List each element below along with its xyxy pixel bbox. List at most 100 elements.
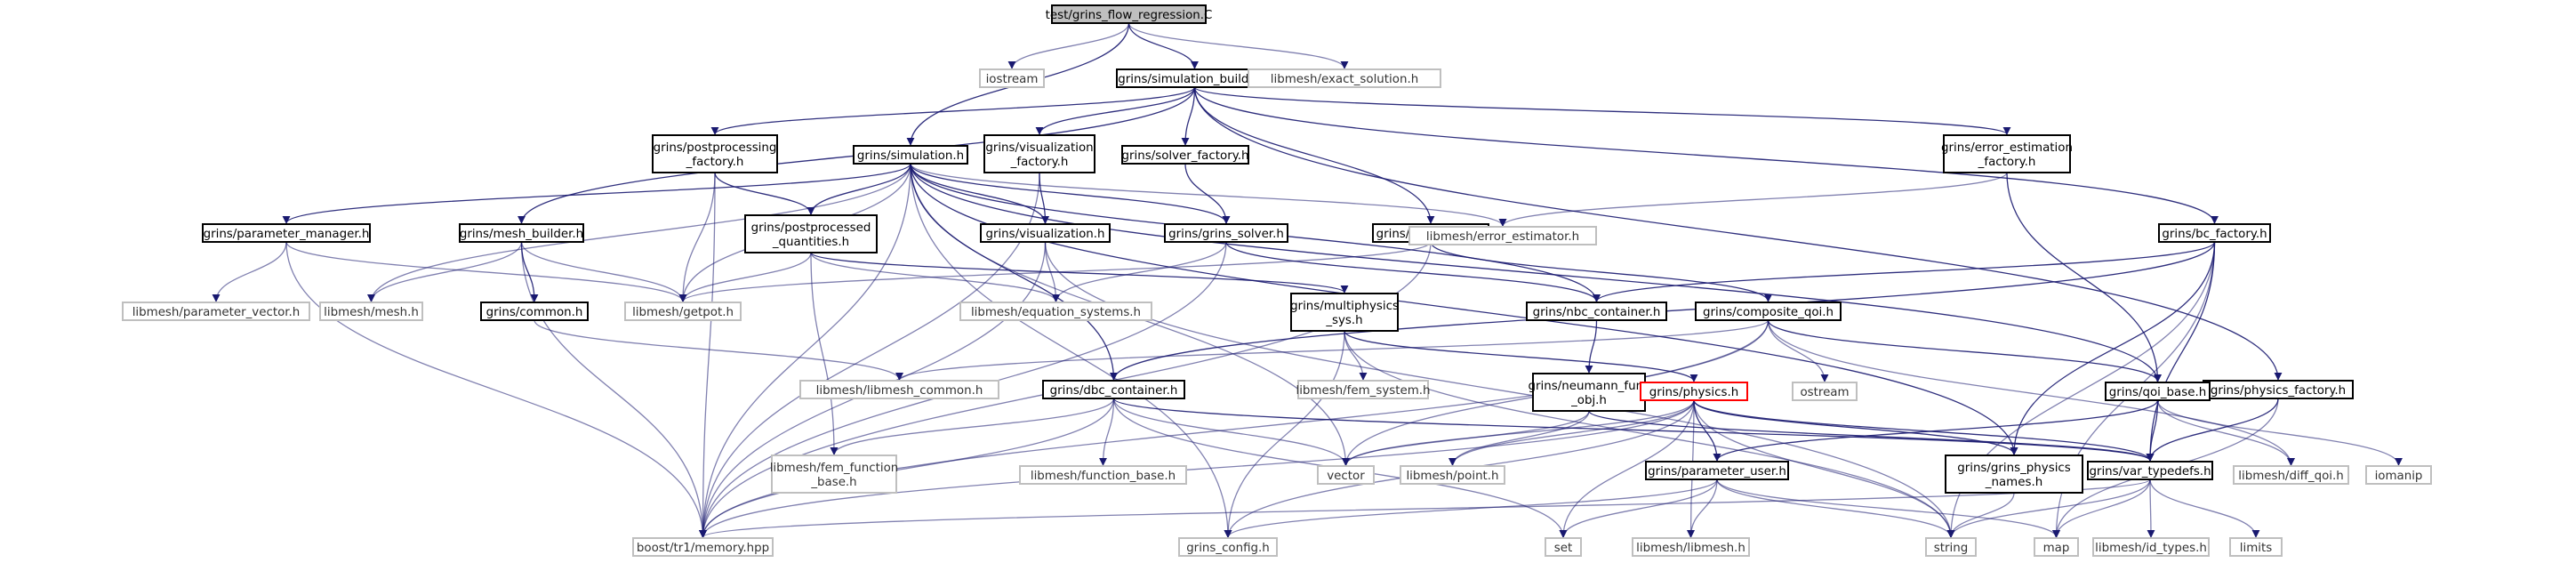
node-label-set-0: set: [1554, 542, 1572, 555]
edge-grins_qoi_base_h-to-iomanip: [2156, 399, 2403, 466]
node-label-libmesh_fem_function_base_h-1: _base.h: [810, 476, 856, 489]
edge-grins_physics_h-to-set: [1559, 399, 1695, 538]
node-grins_error_estimation_factory_h[interactable]: grins/error_estimation_factory.h: [1941, 134, 2073, 173]
node-box-grins_config_h: [1178, 537, 1278, 557]
node-label-grins_parameter_user_h-0: grins/parameter_user.h: [1648, 465, 1786, 479]
node-box-grins_parameter_manager_h: [202, 223, 371, 243]
node-label-iomanip-0: iomanip: [2375, 470, 2423, 483]
node-grins_var_typedefs_h[interactable]: grins/var_typedefs.h: [2087, 461, 2213, 480]
node-label-grins_neumann_func_obj_h-0: grins/neumann_func: [1529, 380, 1650, 393]
node-grins_physics_h[interactable]: grins/physics.h: [1640, 382, 1748, 401]
edge-grins_simulation_builder_h-to-grins_physics_factory_h: [1193, 86, 2283, 381]
node-label-grins_var_typedefs_h-0: grins/var_typedefs.h: [2089, 465, 2211, 479]
edge-grins_simulation_builder_h-to-grins_bc_factory_h: [1193, 86, 2219, 224]
node-grins_config_h: grins_config.h: [1178, 537, 1278, 557]
node-grins_neumann_func_obj_h[interactable]: grins/neumann_func_obj.h: [1529, 373, 1650, 412]
node-set: set: [1545, 537, 1582, 557]
node-label-grins_composite_qoi_h-0: grins/composite_qoi.h: [1703, 306, 1834, 319]
edge-grins_visualization_h-to-string: [1044, 241, 1955, 538]
node-libmesh_point_h: libmesh/point.h: [1400, 465, 1505, 485]
node-test_grins_flow_regression_c[interactable]: test/grins_flow_regression.C: [1046, 4, 1213, 24]
node-box-libmesh_libmesh_h: [1632, 537, 1750, 557]
node-grins_simulation_h[interactable]: grins/simulation.h: [853, 145, 968, 165]
node-box-grins_parameter_user_h: [1645, 461, 1789, 480]
node-label-grins_grins_solver_h-0: grins/grins_solver.h: [1168, 228, 1284, 241]
node-grins_visualization_factory_h[interactable]: grins/visualization_factory.h: [983, 134, 1095, 173]
node-label-grins_simulation_h-0: grins/simulation.h: [857, 149, 964, 163]
node-grins_qoi_base_h[interactable]: grins/qoi_base.h: [2105, 382, 2211, 401]
edge-grins_dbc_container_h-to-grins_var_typedefs_h: [1112, 398, 2155, 462]
edge-grins_nbc_container_h-to-grins_neumann_func_obj_h: [1585, 319, 1598, 374]
edge-grins_qoi_base_h-to-grins_var_typedefs_h: [2146, 399, 2159, 462]
node-box-set: [1545, 537, 1582, 557]
edge-grins_postprocessing_factory_h-to-boost_tr1_memory_hpp: [699, 172, 716, 538]
node-box-grins_neumann_func_obj_h: [1532, 373, 1646, 412]
edge-grins_simulation_builder_h-to-grins_solver_factory_h: [1181, 86, 1196, 146]
node-box-libmesh_parameter_vector_h: [122, 302, 310, 321]
edge-grins_physics_h-to-grins_grins_physics_names_h: [1693, 399, 2018, 455]
edge-grins_simulation_builder_h-to-grins_qoi_factory_h: [1193, 86, 1435, 224]
node-grins_solver_factory_h[interactable]: grins/solver_factory.h: [1121, 145, 1249, 165]
node-grins_visualization_h[interactable]: grins/visualization.h: [980, 223, 1111, 243]
node-string: string: [1925, 537, 1977, 557]
edge-grins_simulation_h-to-libmesh_mesh_h: [367, 163, 911, 302]
node-label-libmesh_diff_qoi_h-0: libmesh/diff_qoi.h: [2238, 470, 2344, 483]
edge-grins_parameter_manager_h-to-libmesh_parameter_vector_h: [212, 241, 287, 302]
node-grins_nbc_container_h[interactable]: grins/nbc_container.h: [1526, 302, 1667, 321]
node-grins_physics_factory_h[interactable]: grins/physics_factory.h: [2203, 380, 2354, 399]
node-box-libmesh_diff_qoi_h: [2233, 465, 2349, 485]
node-grins_parameter_user_h[interactable]: grins/parameter_user.h: [1645, 461, 1789, 480]
node-label-grins_postprocessing_factory_h-0: grins/postprocessing: [654, 141, 777, 155]
edge-grins_postprocessing_factory_h-to-grins_postprocessed_quantities_h: [714, 172, 815, 215]
node-label-grins_visualization_factory_h-0: grins/visualization: [985, 141, 1093, 155]
node-box-libmesh_getpot_h: [624, 302, 742, 321]
node-iomanip: iomanip: [2365, 465, 2432, 485]
node-box-libmesh_mesh_h: [319, 302, 423, 321]
node-grins_postprocessing_factory_h[interactable]: grins/postprocessing_factory.h: [652, 134, 778, 173]
edge-grins_qoi_base_h-to-grins_parameter_user_h: [1713, 399, 2159, 462]
node-box-libmesh_function_base_h: [1019, 465, 1187, 485]
node-grins_grins_physics_names_h[interactable]: grins/grins_physics_names.h: [1945, 454, 2083, 494]
edge-grins_multiphysics_sys_h-to-grins_config_h: [1224, 330, 1345, 538]
node-box-libmesh_fem_function_base_h: [771, 454, 897, 494]
node-box-test_grins_flow_regression_c: [1051, 4, 1207, 24]
edge-grins_physics_h-to-grins_var_typedefs_h: [1693, 399, 2155, 462]
node-box-libmesh_id_types_h: [2092, 537, 2210, 557]
edge-grins_simulation_h-to-grins_grins_physics_names_h: [910, 163, 2018, 455]
edge-grins_parameter_user_h-to-map: [1716, 479, 2060, 538]
node-label-grins_error_estimation_factory_h-1: _factory.h: [1978, 156, 2036, 169]
node-grins_multiphysics_sys_h[interactable]: grins/multiphysics_sys.h: [1290, 293, 1399, 332]
node-grins_bc_factory_h[interactable]: grins/bc_factory.h: [2158, 223, 2271, 243]
node-label-grins_parameter_manager_h-0: grins/parameter_manager.h: [204, 228, 370, 241]
edge-grins_parameter_manager_h-to-boost_tr1_memory_hpp: [285, 241, 707, 538]
edge-grins_simulation_builder_h-to-grins_visualization_factory_h: [1035, 86, 1196, 135]
node-grins_parameter_manager_h[interactable]: grins/parameter_manager.h: [202, 223, 371, 243]
node-grins_grins_solver_h[interactable]: grins/grins_solver.h: [1164, 223, 1288, 243]
node-box-string: [1925, 537, 1977, 557]
edge-grins_grins_solver_h-to-grins_nbc_container_h: [1225, 241, 1601, 302]
node-grins_composite_qoi_h[interactable]: grins/composite_qoi.h: [1695, 302, 1842, 321]
node-libmesh_function_base_h: libmesh/function_base.h: [1019, 465, 1187, 485]
node-grins_common_h[interactable]: grins/common.h: [480, 302, 589, 321]
edge-grins_simulation_builder_h-to-grins_postprocessing_factory_h: [710, 86, 1196, 135]
node-grins_mesh_builder_h[interactable]: grins/mesh_builder.h: [459, 223, 584, 243]
node-libmesh_equation_systems_h: libmesh/equation_systems.h: [959, 302, 1152, 321]
node-grins_postprocessed_quantities_h[interactable]: grins/postprocessed_quantities.h: [744, 214, 878, 253]
node-libmesh_libmesh_common_h: libmesh/libmesh_common.h: [799, 380, 999, 399]
node-box-libmesh_exact_solution_h: [1248, 68, 1441, 88]
node-label-grins_physics_factory_h-0: grins/physics_factory.h: [2211, 384, 2346, 398]
edge-grins_bc_factory_h-to-grins_nbc_container_h: [1593, 241, 2216, 302]
edge-grins_postprocessed_quantities_h-to-libmesh_fem_function_base_h: [810, 252, 839, 455]
node-grins_dbc_container_h[interactable]: grins/dbc_container.h: [1042, 380, 1185, 399]
node-box-iomanip: [2365, 465, 2432, 485]
node-label-grins_qoi_base_h-0: grins/qoi_base.h: [2109, 386, 2206, 399]
edge-grins_common_h-to-libmesh_libmesh_common_h: [534, 319, 903, 381]
node-grins_simulation_builder_h[interactable]: grins/simulation_builder.h: [1116, 68, 1273, 88]
node-label-grins_solver_factory_h-0: grins/solver_factory.h: [1122, 149, 1249, 163]
node-box-grins_nbc_container_h: [1526, 302, 1667, 321]
edge-grins_dbc_container_h-to-vector: [1112, 398, 1350, 466]
node-libmesh_libmesh_h: libmesh/libmesh.h: [1632, 537, 1750, 557]
edge-grins_var_typedefs_h-to-libmesh_id_types_h: [2147, 479, 2155, 538]
edge-grins_multiphysics_sys_h-to-string: [1344, 330, 1955, 538]
